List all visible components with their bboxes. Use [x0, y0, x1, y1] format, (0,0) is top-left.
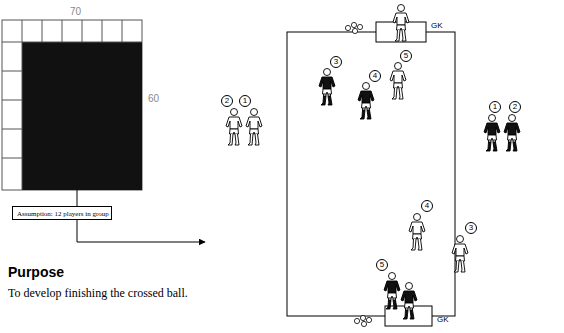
goalkeeper-label: GK: [437, 316, 449, 325]
player: [384, 273, 400, 310]
dimension-label: 70: [70, 6, 81, 17]
player: [319, 69, 335, 106]
goalkeeper: [393, 5, 409, 42]
pitch: [287, 22, 455, 326]
callout-number: 2: [509, 101, 521, 113]
assumption-box: Assumption: 12 players in group: [12, 206, 112, 220]
goalkeeper-label: GK: [431, 22, 443, 31]
callout-number: 1: [489, 101, 501, 113]
heading: Purpose: [8, 265, 64, 280]
player: [390, 63, 406, 100]
player: [358, 83, 374, 120]
area-grid: [2, 20, 142, 190]
callout-number: 1: [239, 95, 251, 107]
callout-number: 2: [221, 95, 233, 107]
callout-number: 4: [369, 70, 381, 82]
dimension-label: 60: [148, 93, 159, 104]
callout-number: 3: [330, 56, 342, 68]
balls: [345, 22, 362, 33]
callout-number: 5: [400, 50, 412, 62]
player: [226, 109, 242, 146]
note-text: Assumption: 12 players in group: [17, 210, 107, 218]
purpose-text: To develop finishing the crossed ball.: [8, 287, 188, 300]
callout-number: 3: [465, 222, 477, 234]
player: [484, 115, 500, 152]
player: [246, 109, 262, 146]
goalkeeper: [401, 283, 417, 320]
player: [504, 115, 520, 152]
balls: [354, 315, 371, 326]
callout-number: 5: [376, 259, 388, 271]
player: [452, 236, 468, 273]
player: [409, 214, 425, 251]
callout-number: 4: [421, 200, 433, 212]
